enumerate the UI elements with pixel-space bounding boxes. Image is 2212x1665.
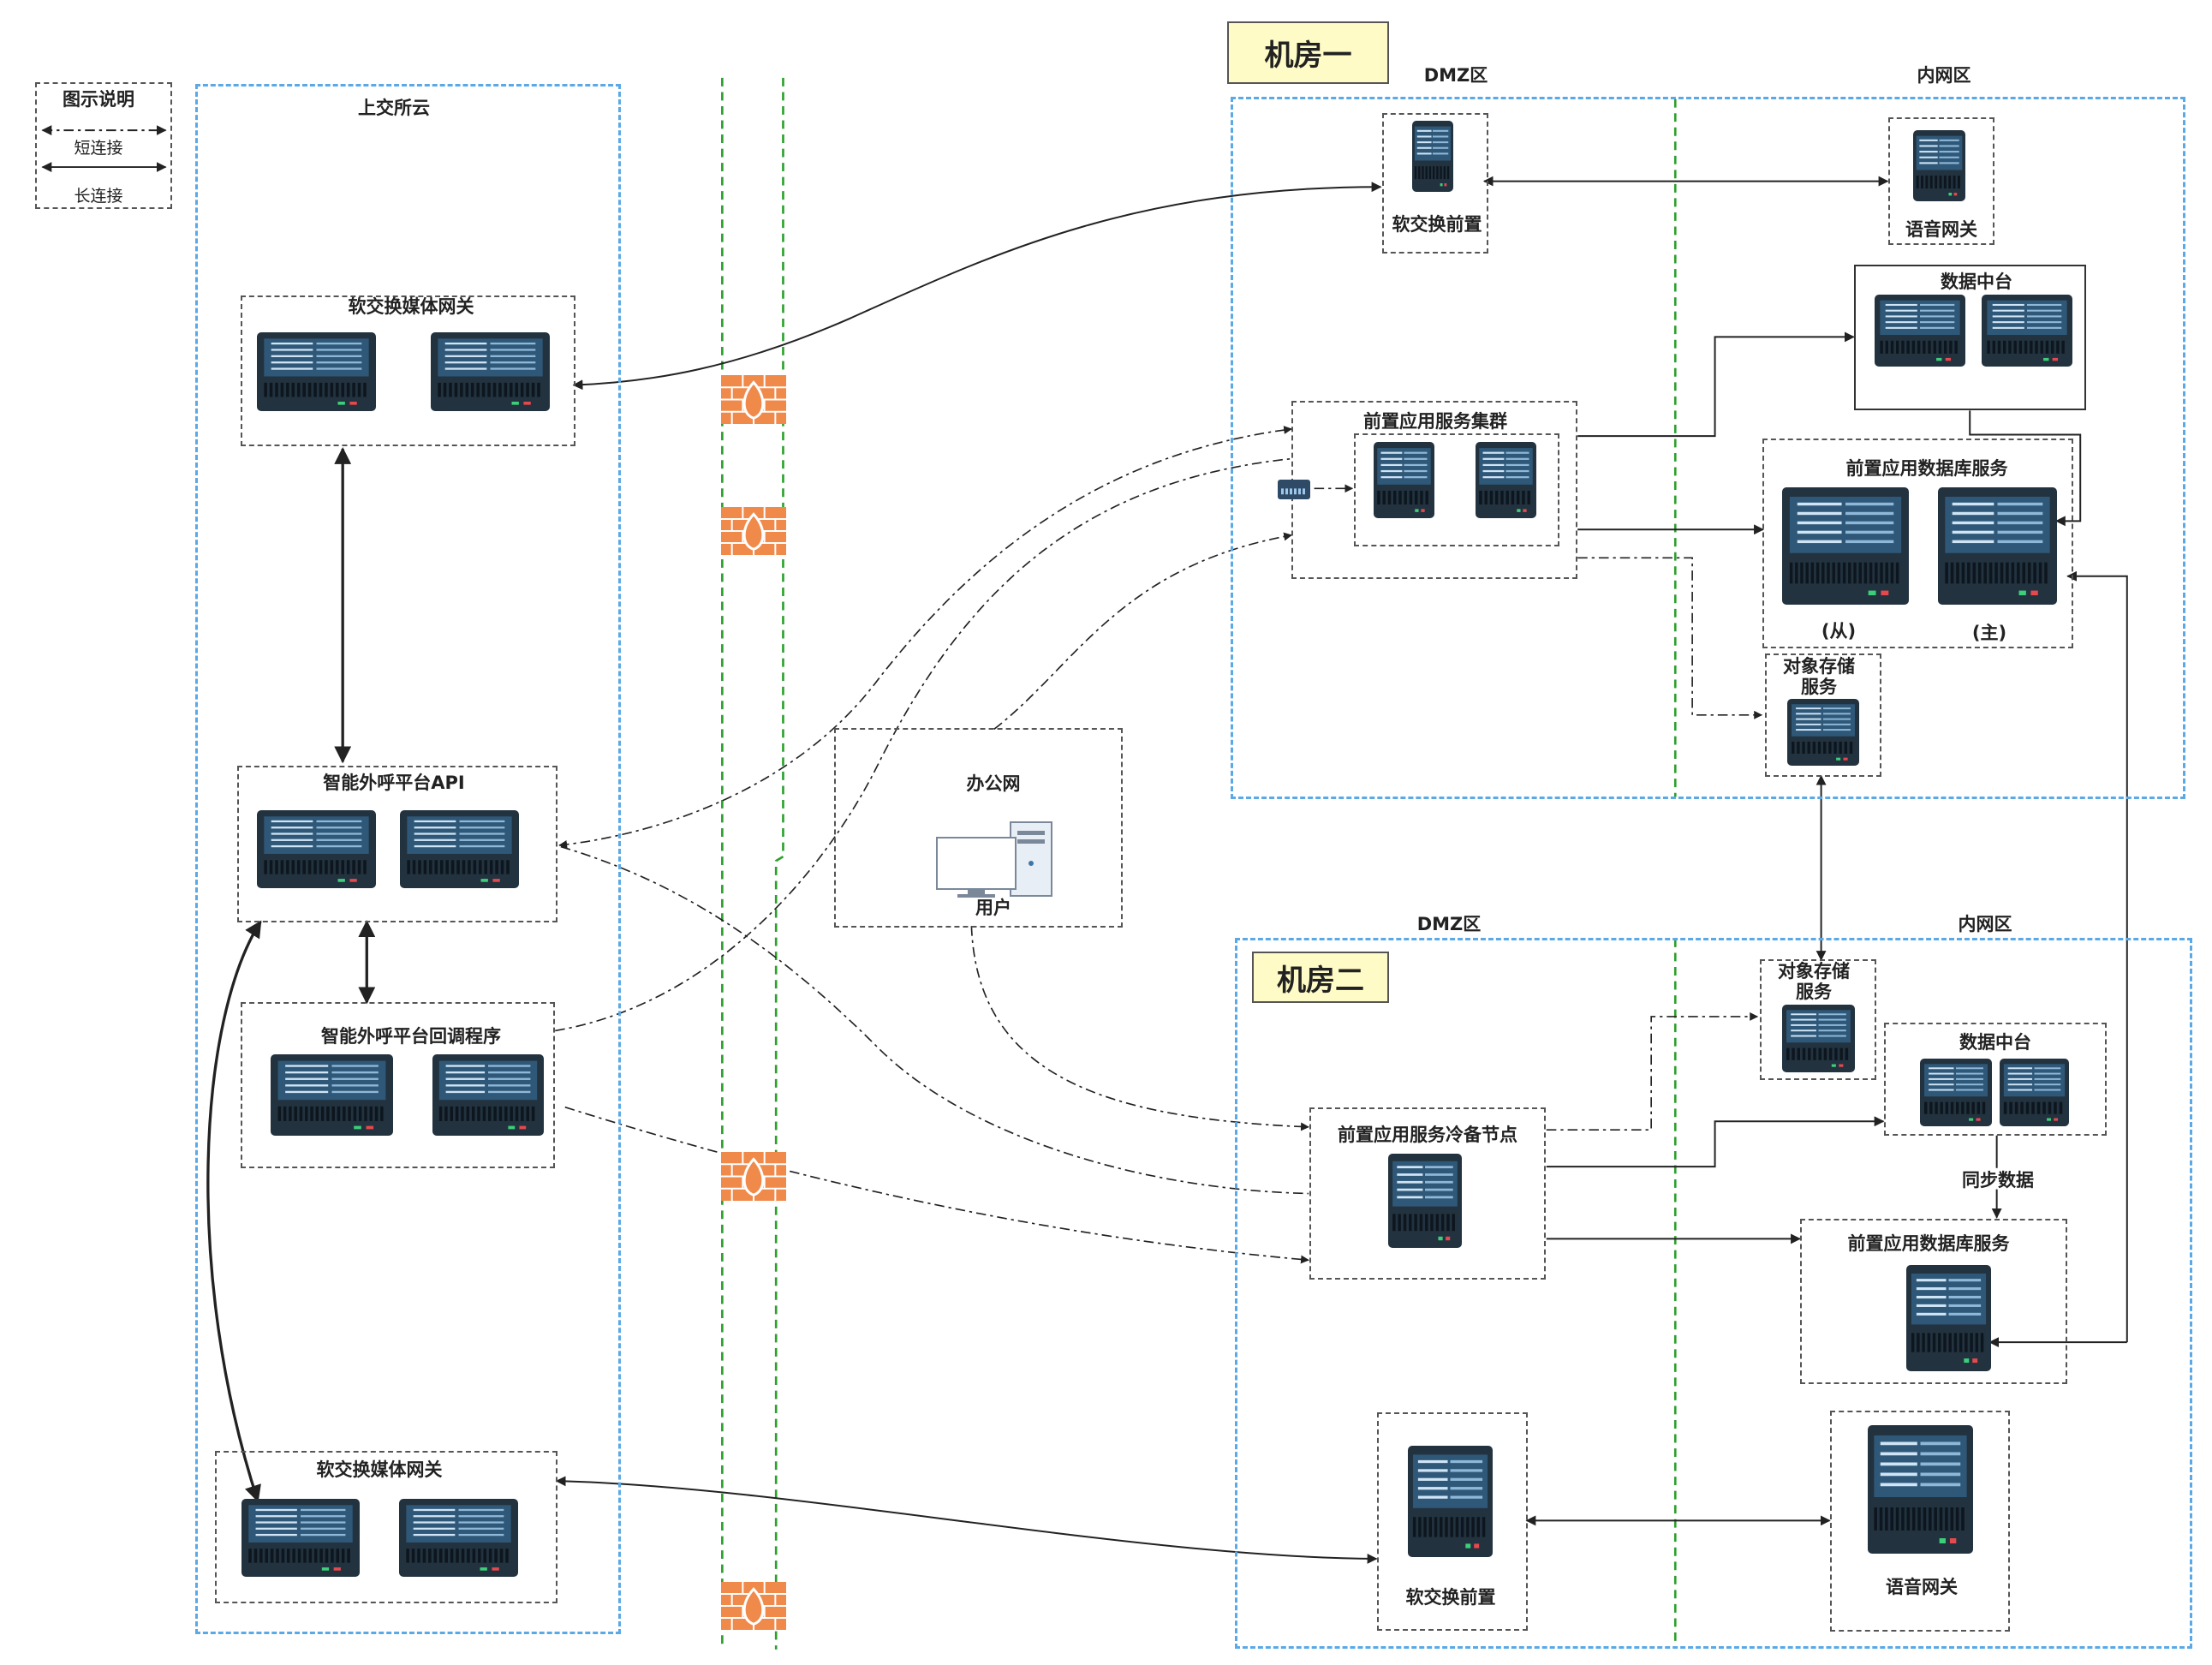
legend-long-label: 长连接 — [74, 187, 123, 206]
r1-data-platform-server-2-icon — [1982, 295, 2072, 367]
room1-zone — [1231, 97, 2185, 799]
r2-voice-label: 语音网关 — [1886, 1577, 1958, 1597]
r1-app-server-1-icon — [1374, 442, 1434, 518]
r2-data-platform-label: 数据中台 — [1959, 1032, 2031, 1053]
r1-data-platform-server-1-icon — [1875, 295, 1965, 367]
api-label: 智能外呼平台API — [323, 773, 465, 793]
firewall-1-icon — [721, 375, 786, 424]
r1-app-cluster-inner — [1354, 433, 1559, 546]
room1-title: 机房一 — [1227, 21, 1389, 84]
firewall-4-icon — [721, 1582, 786, 1630]
office-user-label: 用户 — [975, 898, 1011, 918]
room2-title: 机房二 — [1252, 952, 1389, 1003]
gateway-bottom-server-2-icon — [399, 1499, 518, 1577]
r2-softswitch-box — [1377, 1412, 1528, 1631]
r1-data-platform-label: 数据中台 — [1941, 272, 2012, 292]
api-server-2-icon — [400, 810, 519, 888]
r2-object-storage-server-icon — [1782, 1005, 1855, 1072]
r1-object-storage-server-icon — [1787, 699, 1859, 766]
short-connections — [555, 426, 1763, 1264]
r2-db-box — [1800, 1219, 2067, 1384]
gateway-top-server-1-icon — [257, 332, 376, 411]
r2-data-platform-server-2-icon — [2000, 1059, 2069, 1126]
callback-server-1-icon — [271, 1054, 393, 1136]
r2-db-label: 前置应用数据库服务 — [1847, 1233, 2010, 1254]
r1-db-box — [1762, 439, 2073, 648]
legend-box — [35, 82, 172, 209]
gateway-bottom-server-1-icon — [241, 1499, 360, 1577]
api-server-1-icon — [257, 810, 376, 888]
r1-db-slave-label: (从) — [1821, 621, 1857, 642]
callback-box — [241, 1002, 555, 1168]
r2-cold-node-server-icon — [1388, 1154, 1462, 1248]
r2-softswitch-label: 软交换前置 — [1405, 1587, 1496, 1608]
gateway-bottom-label: 软交换媒体网关 — [316, 1459, 443, 1480]
gateway-top-box — [241, 295, 575, 446]
room2-zone — [1235, 938, 2192, 1649]
r2-db-server-icon — [1906, 1265, 1991, 1371]
r1-voice-server-icon — [1913, 130, 1965, 201]
callback-label: 智能外呼平台回调程序 — [321, 1026, 501, 1047]
legend-title: 图示说明 — [63, 89, 134, 110]
r2-cold-node-box — [1309, 1107, 1546, 1280]
r1-db-slave-server-icon — [1782, 487, 1909, 605]
gateway-top-label: 软交换媒体网关 — [348, 296, 474, 317]
r1-voice-label: 语音网关 — [1905, 219, 1977, 240]
cloud-title: 上交所云 — [358, 98, 430, 118]
r1-softswitch-label: 软交换前置 — [1392, 214, 1482, 235]
r2-sync-label: 同步数据 — [1962, 1170, 2034, 1191]
gateway-bottom-box — [215, 1451, 557, 1603]
r1-object-storage-label: 对象存储服务 — [1783, 656, 1855, 697]
r1-db-label: 前置应用数据库服务 — [1845, 458, 2008, 479]
r2-data-platform-box — [1884, 1023, 2107, 1136]
switch-icon — [1278, 480, 1310, 499]
r1-db-master-server-icon — [1938, 487, 2057, 605]
room2-dmz-label: DMZ区 — [1416, 914, 1482, 934]
r2-voice-box — [1830, 1411, 2010, 1632]
r1-softswitch-server-icon — [1412, 121, 1453, 192]
legend-arrows — [41, 125, 167, 173]
r1-data-platform-box — [1854, 265, 2086, 410]
room2-intranet-label: 内网区 — [1958, 914, 2012, 934]
r1-app-cluster-label: 前置应用服务集群 — [1363, 411, 1507, 432]
legend-short-label: 短连接 — [74, 139, 123, 158]
callback-server-2-icon — [432, 1054, 544, 1136]
user-computer-icon — [936, 821, 1052, 898]
api-box — [237, 766, 557, 922]
r1-app-server-2-icon — [1476, 442, 1536, 518]
r2-object-storage-label: 对象存储服务 — [1778, 961, 1850, 1002]
office-title: 办公网 — [966, 773, 1021, 794]
r2-object-storage-box — [1760, 959, 1876, 1080]
room1-dmz-label: DMZ区 — [1423, 65, 1488, 86]
r1-object-storage-box — [1765, 653, 1881, 777]
firewall-2-icon — [721, 507, 786, 555]
r1-db-master-label: (主) — [1971, 623, 2007, 643]
cloud-zone — [195, 84, 621, 1634]
long-connections — [206, 176, 2128, 1564]
gateway-top-server-2-icon — [431, 332, 550, 411]
room1-intranet-label: 内网区 — [1917, 65, 1971, 86]
firewall-3-icon — [721, 1152, 786, 1201]
r2-cold-node-label: 前置应用服务冷备节点 — [1338, 1125, 1517, 1145]
r1-voice-box — [1888, 117, 1994, 245]
office-box — [834, 728, 1123, 928]
r2-data-platform-server-1-icon — [1920, 1059, 1992, 1126]
r2-softswitch-server-icon — [1408, 1446, 1493, 1557]
r1-softswitch-box — [1382, 113, 1488, 254]
r2-voice-server-icon — [1868, 1425, 1973, 1554]
